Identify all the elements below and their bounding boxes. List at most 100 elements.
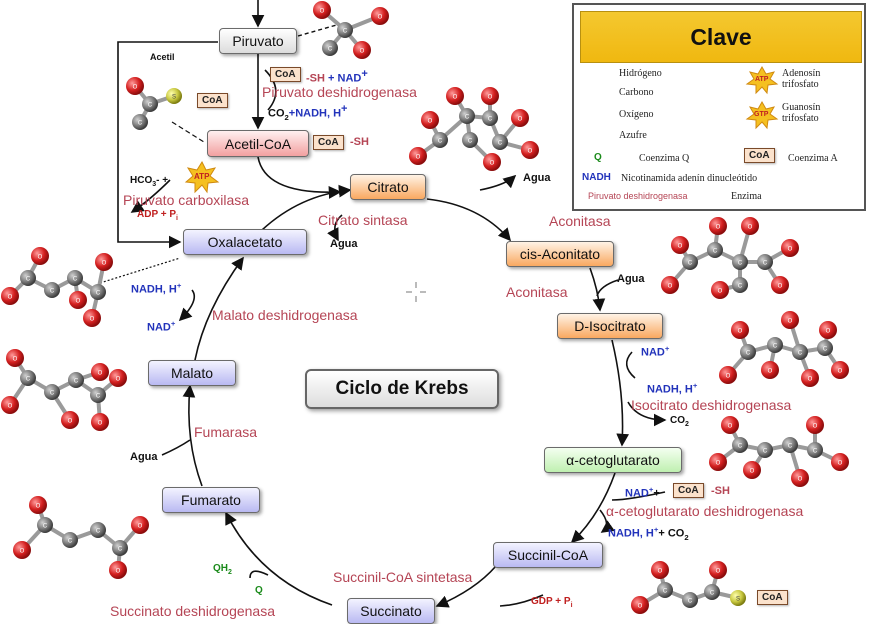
svg-text:C: C	[488, 117, 493, 123]
acetil-coa-box[interactable]: Acetil-CoA	[207, 130, 309, 157]
svg-text:O: O	[38, 255, 43, 261]
oxalacetato-box[interactable]: Oxalacetato	[183, 229, 307, 255]
svg-text:C: C	[26, 277, 31, 283]
svg-text:O: O	[798, 477, 803, 483]
svg-text:C: C	[43, 524, 48, 530]
co2-sub: 2	[284, 112, 289, 122]
nad-iso-text: NAD	[641, 346, 665, 359]
co2-ceto-sub: 2	[684, 532, 689, 542]
key-atp-line2: trifosfato	[782, 79, 819, 90]
svg-text:O: O	[788, 247, 793, 253]
succinato-label: Succinato	[360, 603, 422, 619]
co2-text: CO	[268, 107, 285, 120]
cycle-arrows	[117, 0, 667, 608]
svg-text:C: C	[763, 261, 768, 267]
succinil-coa-box[interactable]: Succinil-CoA	[493, 542, 603, 568]
gdp-pi-text: GDP + P	[531, 596, 571, 607]
d-isocitrato-box[interactable]: D-Isocitrato	[557, 313, 663, 339]
svg-text:O: O	[768, 369, 773, 375]
cis-aconitato-label: cis-Aconitato	[519, 246, 601, 262]
svg-text:C: C	[746, 351, 751, 357]
svg-text:O: O	[138, 524, 143, 530]
svg-text:C: C	[26, 377, 31, 383]
cycle-title: Ciclo de Krebs	[305, 369, 499, 409]
svg-text:C: C	[148, 103, 153, 109]
gdp-pi-label: GDP + Pi	[531, 596, 573, 609]
svg-text:C: C	[328, 47, 333, 53]
svg-text:O: O	[638, 604, 643, 610]
svg-text:O: O	[826, 329, 831, 335]
nad-iso-sup: +	[664, 344, 670, 353]
adp-pi-label: ADP + Pi	[137, 209, 178, 222]
svg-text:C: C	[73, 277, 78, 283]
fumarato-box[interactable]: Fumarato	[162, 487, 260, 513]
cycle-title-text: Ciclo de Krebs	[335, 378, 469, 399]
a-cetoglutarato-box[interactable]: α-cetoglutarato	[544, 447, 682, 473]
svg-text:C: C	[438, 139, 443, 145]
malato-box[interactable]: Malato	[148, 360, 236, 386]
svg-text:O: O	[658, 569, 663, 575]
d-isocitrato-label: D-Isocitrato	[574, 318, 646, 334]
acetil-coa-label: Acetil-CoA	[224, 135, 292, 152]
hco3-sub: 3	[152, 181, 157, 188]
q-label: Q	[255, 585, 263, 596]
svg-text:O: O	[838, 461, 843, 467]
svg-text:C: C	[138, 121, 143, 127]
cis-aconitato-box[interactable]: cis-Aconitato	[506, 241, 614, 267]
co2-label-isocitrato: CO2	[670, 415, 689, 428]
svg-text:C: C	[688, 261, 693, 267]
nadh-iso-text: NADH, H	[647, 383, 693, 396]
piruvato-label: Piruvato	[232, 33, 284, 49]
agua-label-2: Agua	[330, 238, 358, 250]
cursor-crosshair-icon	[406, 282, 426, 302]
svg-text:O: O	[98, 371, 103, 377]
coa-badge-3: CoA	[673, 483, 704, 498]
enzyme-malato-deshidrogenasa: Malato deshidrogenasa	[212, 307, 358, 323]
enzyme-isocitrato-deshidrogenasa: Isocitrato deshidrogenasa	[631, 397, 792, 413]
svg-text:O: O	[488, 95, 493, 101]
svg-text:C: C	[663, 589, 668, 595]
svg-text:O: O	[20, 549, 25, 555]
svg-text:O: O	[718, 289, 723, 295]
hco3-plus: - +	[156, 175, 169, 186]
enzyme-aconitasa-2: Aconitasa	[506, 284, 568, 300]
piruvato-box[interactable]: Piruvato	[219, 28, 297, 54]
svg-text:O: O	[416, 155, 421, 161]
svg-text:S: S	[736, 597, 740, 603]
co2-iso-text: CO	[670, 415, 685, 426]
key-oxigeno: Oxígeno	[619, 109, 654, 120]
enzyme-citrato-sintasa: Citrato sintasa	[318, 212, 408, 228]
svg-text:C: C	[465, 115, 470, 121]
citrato-box[interactable]: Citrato	[350, 174, 426, 200]
svg-text:C: C	[738, 261, 743, 267]
svg-text:C: C	[50, 289, 55, 295]
agua-label-3: Agua	[617, 273, 645, 285]
svg-text:C: C	[96, 394, 101, 400]
succinato-box[interactable]: Succinato	[347, 598, 435, 624]
sh-label-2: -SH	[350, 136, 369, 148]
svg-text:C: C	[713, 249, 718, 255]
nad-malato-text: NAD	[147, 321, 171, 334]
key-nadh-desc: Nicotinamida adenín dinucleótido	[621, 173, 758, 184]
svg-text:O: O	[716, 225, 721, 231]
sh-text: -SH	[306, 72, 325, 85]
svg-text:O: O	[726, 374, 731, 380]
nad-label-cetoglutarato: NAD++	[625, 485, 660, 500]
nadh-ceto-text: NADH, H	[608, 527, 654, 540]
svg-text:O: O	[813, 424, 818, 430]
svg-text:O: O	[738, 329, 743, 335]
atp-text: ATP	[194, 172, 210, 181]
svg-text:O: O	[528, 149, 533, 155]
key-nadh-symbol: NADH	[582, 172, 611, 183]
enzyme-succinil-coa-sintetasa: Succinil-CoA sintetasa	[333, 569, 473, 585]
qh2-label: QH2	[213, 563, 232, 576]
legend-key: Clave Hidrógeno Carbono Oxígeno Azufre Q…	[572, 3, 866, 211]
a-cetoglutarato-label: α-cetoglutarato	[566, 452, 660, 468]
